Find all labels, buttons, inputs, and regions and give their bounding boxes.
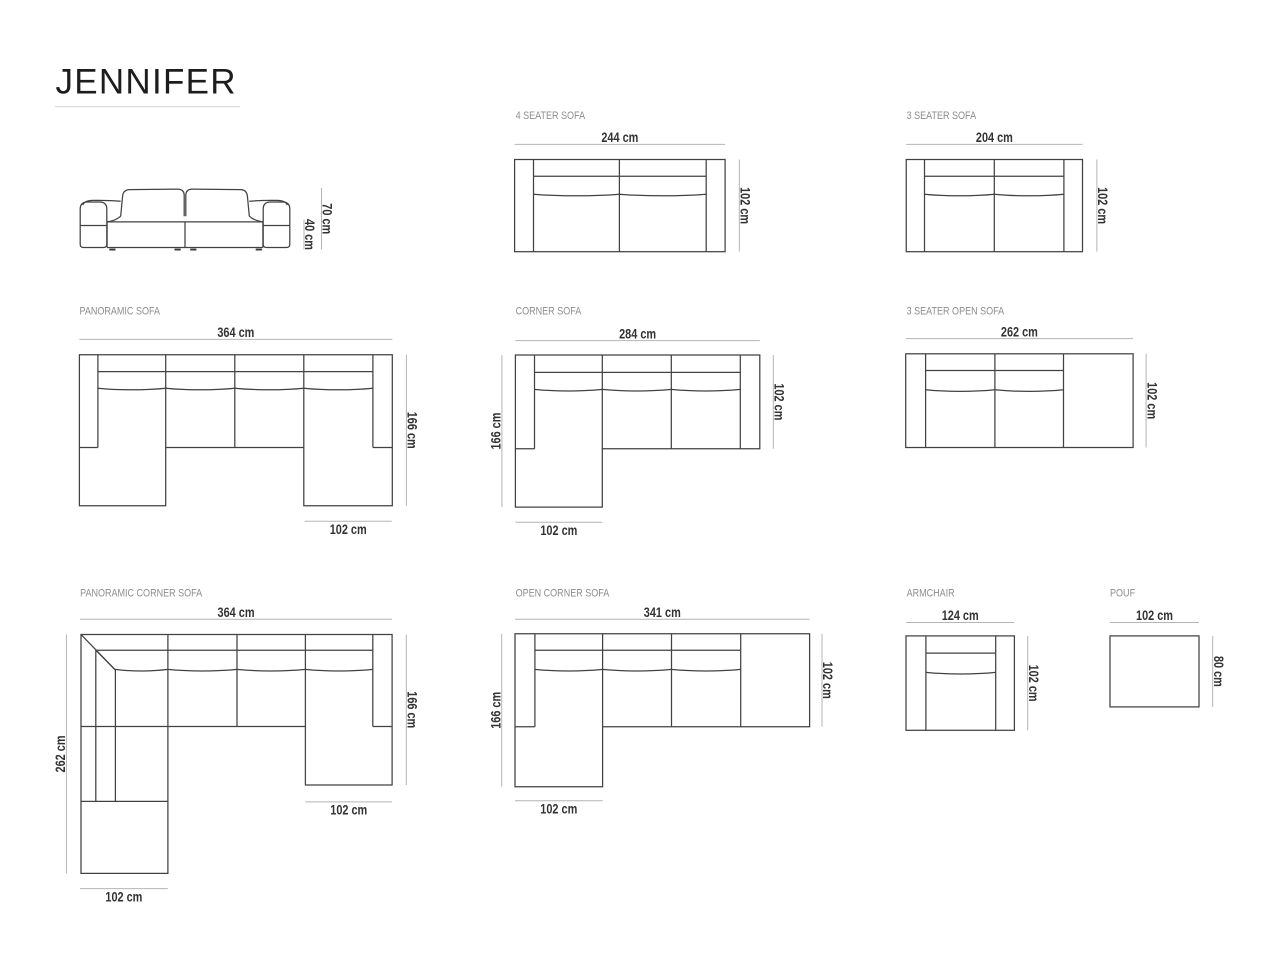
svg-text:102 cm: 102 cm [1144,382,1159,419]
svg-text:4 SEATER SOFA: 4 SEATER SOFA [516,110,586,122]
svg-text:102 cm: 102 cm [540,523,577,538]
svg-text:102 cm: 102 cm [738,187,753,224]
svg-text:80 cm: 80 cm [1211,656,1226,687]
svg-text:POUF: POUF [1110,588,1135,600]
svg-text:PANORAMIC CORNER SOFA: PANORAMIC CORNER SOFA [80,588,203,600]
svg-text:166 cm: 166 cm [405,412,420,449]
svg-text:70 cm: 70 cm [320,203,335,234]
svg-text:JENNIFER: JENNIFER [56,62,236,101]
svg-text:3 SEATER SOFA: 3 SEATER SOFA [907,110,977,122]
svg-text:102 cm: 102 cm [772,383,787,420]
svg-text:284 cm: 284 cm [619,326,656,341]
svg-text:102 cm: 102 cm [1136,608,1173,623]
svg-text:102 cm: 102 cm [330,522,367,537]
svg-text:102 cm: 102 cm [105,889,142,904]
svg-text:40 cm: 40 cm [302,219,317,250]
svg-text:102 cm: 102 cm [820,662,835,699]
svg-text:341 cm: 341 cm [644,605,681,620]
svg-text:364 cm: 364 cm [218,605,255,620]
svg-text:204 cm: 204 cm [976,130,1013,145]
svg-text:124 cm: 124 cm [942,608,979,623]
svg-text:OPEN CORNER SOFA: OPEN CORNER SOFA [516,588,610,600]
svg-text:3 SEATER OPEN SOFA: 3 SEATER OPEN SOFA [907,306,1005,318]
svg-text:102 cm: 102 cm [540,801,577,816]
svg-text:102 cm: 102 cm [330,803,367,818]
svg-text:102 cm: 102 cm [1095,187,1110,224]
svg-text:262 cm: 262 cm [1001,324,1038,339]
svg-text:166 cm: 166 cm [489,413,504,450]
svg-text:ARMCHAIR: ARMCHAIR [907,588,955,600]
svg-text:244 cm: 244 cm [601,130,638,145]
svg-text:CORNER SOFA: CORNER SOFA [516,306,582,318]
svg-text:166 cm: 166 cm [405,691,420,728]
svg-text:PANORAMIC SOFA: PANORAMIC SOFA [80,306,161,318]
svg-text:262 cm: 262 cm [53,735,68,772]
svg-text:166 cm: 166 cm [489,692,504,729]
svg-text:102 cm: 102 cm [1026,665,1041,702]
svg-text:364 cm: 364 cm [217,325,254,340]
